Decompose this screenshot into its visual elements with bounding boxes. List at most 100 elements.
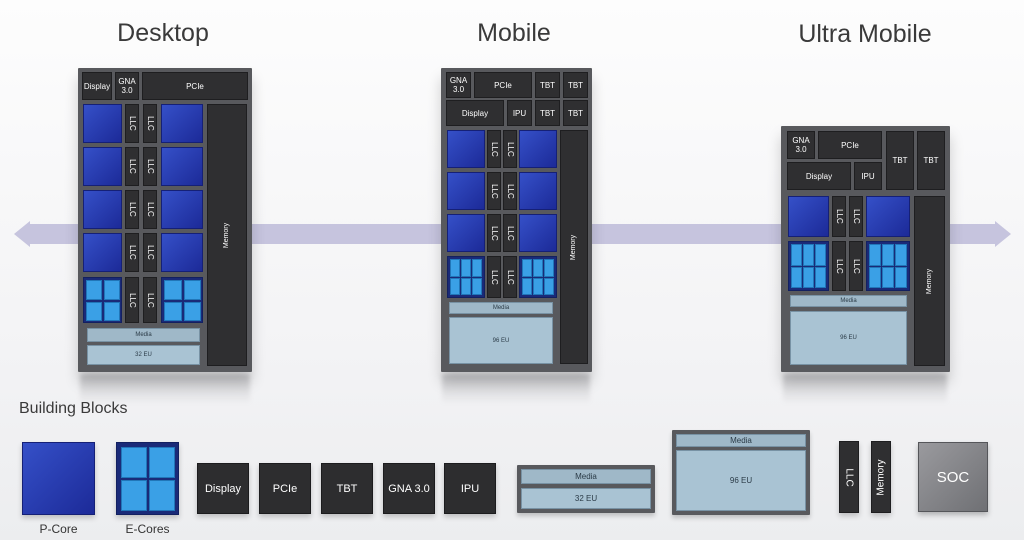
- llc-block: LLC: [832, 196, 846, 237]
- desktop-title: Desktop: [117, 19, 209, 47]
- media-block: Media: [790, 295, 907, 307]
- tbt-building-block: TBT: [321, 463, 373, 514]
- pcie-block: PCIe: [818, 131, 882, 159]
- p-core: [447, 214, 485, 252]
- memory-block: Memory: [914, 196, 945, 366]
- p-core: [519, 130, 557, 168]
- ipu-block: IPU: [507, 100, 532, 126]
- media-block: Media: [521, 469, 651, 484]
- media-block: Media: [676, 434, 806, 447]
- ultra-mobile-chip: GNA 3.0 PCIe Display IPU TBT TBT LLC LLC…: [781, 126, 950, 372]
- llc-block: LLC: [832, 241, 846, 291]
- mobile-title: Mobile: [477, 19, 551, 47]
- e-cores-label: E-Cores: [125, 522, 170, 536]
- desktop-chip: Display GNA 3.0 PCIe LLC LLC LLC LLC LLC…: [78, 68, 252, 372]
- eu32-block: 32 EU: [87, 345, 200, 365]
- eu96-block: 96 EU: [676, 450, 806, 511]
- band-segment: [948, 224, 996, 244]
- p-core: [866, 196, 910, 237]
- display-building-block: Display: [197, 463, 249, 514]
- p-core-label: P-Core: [39, 522, 78, 536]
- eu96-block: 96 EU: [449, 317, 553, 364]
- display-block: Display: [787, 162, 851, 190]
- e-cores-building-block: [116, 442, 179, 515]
- llc-block: LLC: [143, 277, 157, 323]
- e-cores: [788, 241, 829, 291]
- p-core: [83, 104, 122, 143]
- llc-block: LLC: [503, 256, 517, 298]
- band-segment: [252, 224, 444, 244]
- p-core: [447, 130, 485, 168]
- gpu-32eu-building-block: Media 32 EU: [517, 465, 655, 513]
- tbt-block: TBT: [535, 72, 560, 98]
- p-core: [83, 147, 122, 186]
- tbt-block: TBT: [535, 100, 560, 126]
- media-block: Media: [449, 302, 553, 314]
- band-segment: [30, 224, 80, 244]
- ipu-block: IPU: [854, 162, 882, 190]
- p-core: [83, 233, 122, 272]
- p-core: [161, 147, 203, 186]
- pcie-block: PCIe: [474, 72, 532, 98]
- llc-block: LLC: [487, 130, 501, 168]
- p-core: [161, 190, 203, 229]
- mobile-chip: GNA 3.0 PCIe TBT TBT Display IPU TBT TBT…: [441, 68, 592, 372]
- p-core: [447, 172, 485, 210]
- building-blocks-title: Building Blocks: [19, 400, 128, 417]
- e-cores: [161, 277, 203, 323]
- e-cores: [447, 256, 485, 298]
- llc-building-block: LLC: [839, 441, 859, 513]
- soc-building-block: SOC: [918, 442, 988, 512]
- display-block: Display: [446, 100, 504, 126]
- pcie-block: PCIe: [142, 72, 248, 100]
- llc-block: LLC: [849, 196, 863, 237]
- band-segment: [592, 224, 782, 244]
- p-core-building-block: [22, 442, 95, 515]
- tbt-block: TBT: [886, 131, 914, 190]
- right-arrow-icon: [995, 221, 1011, 247]
- p-core: [161, 104, 203, 143]
- llc-block: LLC: [143, 104, 157, 143]
- tbt-block: TBT: [563, 72, 588, 98]
- llc-block: LLC: [143, 233, 157, 272]
- p-core: [519, 214, 557, 252]
- ultra-mobile-reflection: [783, 374, 947, 404]
- memory-block: Memory: [560, 130, 588, 364]
- gpu-96eu-building-block: Media 96 EU: [672, 430, 810, 515]
- e-cores: [83, 277, 122, 323]
- gna-block: GNA 3.0: [446, 72, 471, 98]
- mobile-reflection: [442, 374, 590, 404]
- gna-building-block: GNA 3.0: [383, 463, 435, 514]
- p-core: [519, 172, 557, 210]
- llc-block: LLC: [503, 130, 517, 168]
- llc-block: LLC: [503, 214, 517, 252]
- llc-block: LLC: [487, 256, 501, 298]
- media-block: Media: [87, 328, 200, 342]
- tbt-block: TBT: [917, 131, 945, 190]
- memory-block: Memory: [207, 104, 247, 366]
- llc-block: LLC: [125, 190, 139, 229]
- llc-block: LLC: [125, 147, 139, 186]
- left-arrow-icon: [14, 221, 30, 247]
- p-core: [83, 190, 122, 229]
- llc-block: LLC: [487, 214, 501, 252]
- p-core: [161, 233, 203, 272]
- gna-block: GNA 3.0: [787, 131, 815, 159]
- desktop-reflection: [80, 374, 250, 404]
- llc-block: LLC: [125, 233, 139, 272]
- eu32-block: 32 EU: [521, 488, 651, 509]
- p-core: [788, 196, 829, 237]
- tbt-block: TBT: [563, 100, 588, 126]
- llc-block: LLC: [849, 241, 863, 291]
- llc-block: LLC: [143, 190, 157, 229]
- gna-block: GNA 3.0: [115, 72, 139, 100]
- display-block: Display: [82, 72, 112, 100]
- pcie-building-block: PCIe: [259, 463, 311, 514]
- memory-building-block: Memory: [871, 441, 891, 513]
- eu96-block: 96 EU: [790, 311, 907, 365]
- e-cores: [519, 256, 557, 298]
- ultra-mobile-title: Ultra Mobile: [798, 20, 932, 48]
- llc-block: LLC: [487, 172, 501, 210]
- llc-block: LLC: [125, 277, 139, 323]
- llc-block: LLC: [125, 104, 139, 143]
